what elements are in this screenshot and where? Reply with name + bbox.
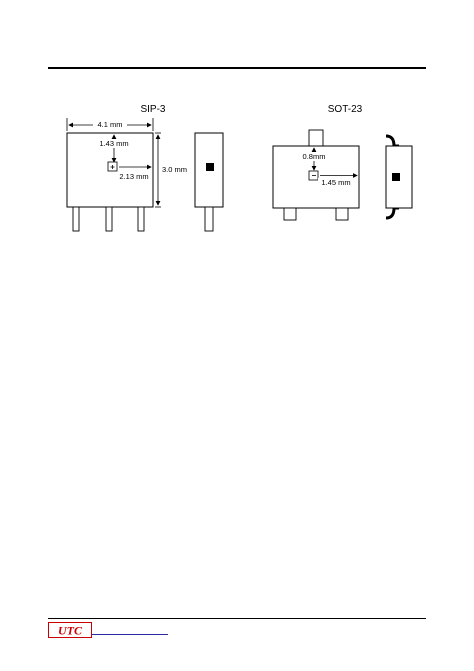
sot23-vertical-offset-label: 0.8mm — [303, 152, 326, 161]
sot23-side-lead-bottom — [385, 206, 399, 220]
sip3-horizontal-offset-label: 2.13 mm — [119, 172, 148, 181]
sip3-side-sensor — [206, 163, 214, 171]
package-diagram: SIP-3 4.1 mm 1.43 mm 2.13 mm 3.0 mm SOT-… — [66, 104, 413, 232]
sot23-bottom-lead-left — [283, 207, 297, 221]
footer-link-underline[interactable] — [92, 634, 168, 635]
sip3-vertical-offset-label: 1.43 mm — [99, 139, 128, 148]
utc-logo-frame — [48, 622, 92, 638]
sip3-horizontal-label-bg — [116, 172, 152, 181]
sip3-lead-1 — [72, 206, 80, 232]
sip3-side-lead — [204, 206, 214, 232]
sip3-lead-3 — [137, 206, 145, 232]
sot23-title: SOT-23 — [328, 104, 363, 115]
sot23-top-lead — [308, 129, 324, 147]
sot23-vertical-label-bg — [299, 152, 329, 161]
sot23-side-lead-top — [385, 134, 399, 148]
sot23-bottom-lead-right — [335, 207, 349, 221]
sip3-vertical-label-bg — [97, 139, 131, 148]
sip3-width-label: 4.1 mm — [97, 120, 122, 129]
sip3-width-label-bg — [93, 119, 127, 129]
sot23-side-sensor — [392, 173, 400, 181]
sip3-title: SIP-3 — [140, 104, 165, 115]
header-rule — [48, 67, 426, 69]
sot23-horizontal-offset-label: 1.45 mm — [321, 178, 350, 187]
footer-rule — [48, 618, 426, 619]
utc-logo-text: UTC — [58, 624, 83, 638]
sip3-lead-2 — [105, 206, 113, 232]
sip3-height-label: 3.0 mm — [162, 165, 187, 174]
sot23-horizontal-label-bg — [318, 178, 354, 187]
utc-logo: UTC — [48, 622, 92, 638]
